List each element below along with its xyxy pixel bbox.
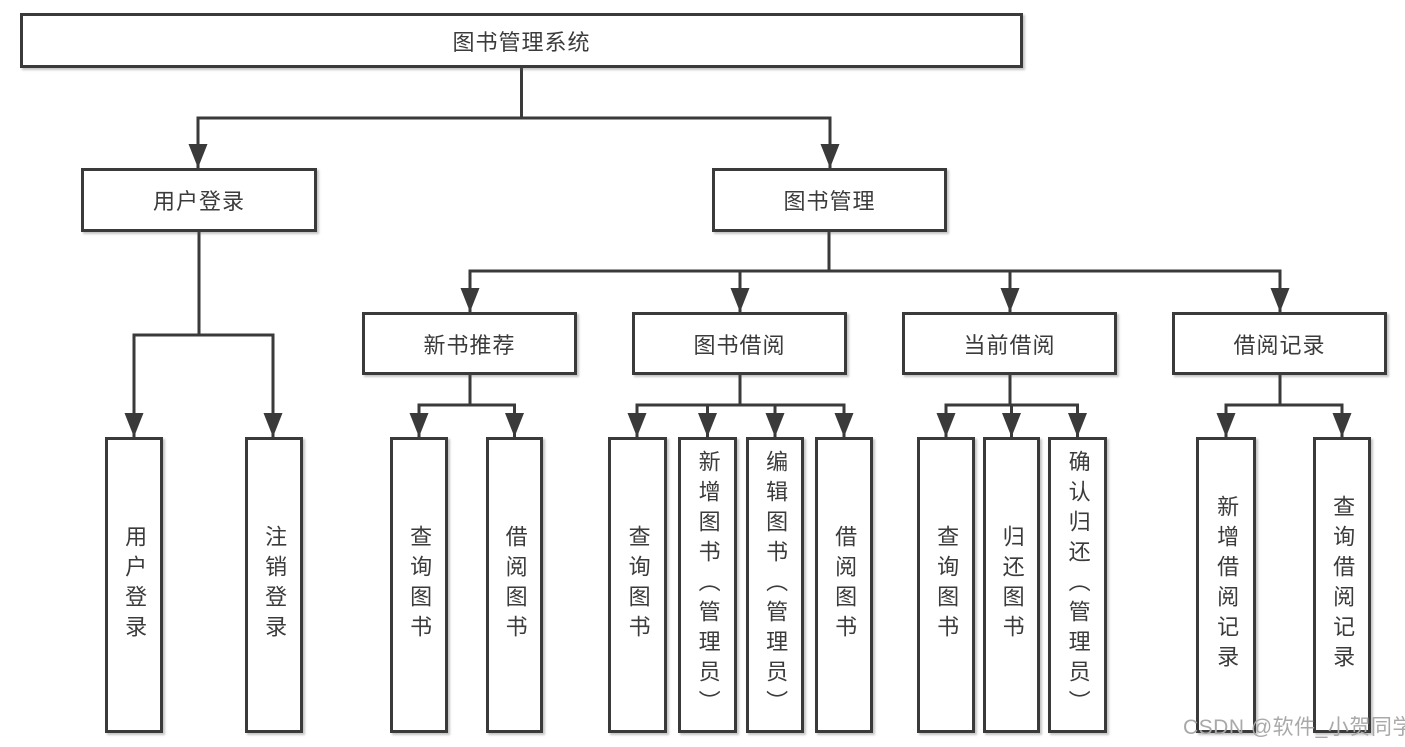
leaf-newbook-borrow-label: 借阅图书 bbox=[502, 525, 528, 645]
leaf-borrow-borrow-book-label: 借阅图书 bbox=[832, 525, 858, 645]
leaf-current-return-label: 归还图书 bbox=[999, 525, 1025, 645]
leaf-current-return: 归还图书 bbox=[983, 437, 1040, 733]
leaf-borrow-add-book: 新增图书（管理员） bbox=[678, 437, 737, 733]
node-user-login: 用户登录 bbox=[81, 168, 317, 232]
connector-book-management bbox=[460, 230, 1290, 312]
arrowhead bbox=[1216, 413, 1236, 437]
arrowhead bbox=[765, 413, 785, 437]
arrowhead bbox=[409, 413, 429, 437]
arrowhead bbox=[936, 413, 956, 437]
leaf-current-query-label: 查询图书 bbox=[934, 525, 960, 645]
node-new-book-recommend-label: 新书推荐 bbox=[423, 332, 516, 358]
leaf-borrow-query: 查询图书 bbox=[608, 437, 667, 733]
leaf-user-login: 用户登录 bbox=[105, 437, 163, 733]
arrowhead bbox=[1270, 288, 1290, 312]
arrowhead bbox=[698, 413, 717, 437]
arrowhead bbox=[834, 413, 854, 437]
leaf-borrow-add-book-label: 新增图书（管理员） bbox=[695, 450, 721, 720]
leaf-borrow-edit-book-label: 编辑图书（管理员） bbox=[763, 450, 789, 720]
leaf-logout-label: 注销登录 bbox=[262, 525, 288, 645]
leaf-records-query-label: 查询借阅记录 bbox=[1330, 495, 1356, 675]
connector-root bbox=[188, 66, 840, 168]
arrowhead bbox=[460, 288, 480, 312]
arrowhead bbox=[1068, 413, 1087, 437]
node-current-borrowing: 当前借阅 bbox=[902, 312, 1117, 375]
arrowhead bbox=[627, 413, 647, 437]
leaf-newbook-query: 查询图书 bbox=[390, 437, 448, 733]
leaf-borrow-borrow-book: 借阅图书 bbox=[815, 437, 873, 733]
node-book-borrowing-label: 图书借阅 bbox=[693, 332, 786, 358]
node-new-book-recommend: 新书推荐 bbox=[362, 312, 577, 375]
leaf-user-login-label: 用户登录 bbox=[122, 525, 148, 645]
leaf-records-add-label: 新增借阅记录 bbox=[1214, 495, 1240, 675]
node-book-borrowing: 图书借阅 bbox=[632, 312, 847, 375]
leaf-logout: 注销登录 bbox=[245, 437, 303, 733]
node-borrowing-records-label: 借阅记录 bbox=[1233, 332, 1326, 358]
node-borrowing-records: 借阅记录 bbox=[1172, 312, 1387, 375]
leaf-newbook-borrow: 借阅图书 bbox=[486, 437, 543, 733]
arrowhead bbox=[730, 288, 750, 312]
node-root-label: 图书管理系统 bbox=[452, 29, 591, 55]
connector-user-login bbox=[124, 230, 283, 437]
arrowhead bbox=[820, 144, 840, 168]
node-root: 图书管理系统 bbox=[20, 13, 1023, 68]
arrowhead bbox=[1332, 413, 1352, 437]
csdn-watermark: CSDN @软件_小贺同学 bbox=[1183, 716, 1405, 739]
leaf-newbook-query-label: 查询图书 bbox=[407, 525, 433, 645]
leaf-borrow-query-label: 查询图书 bbox=[625, 525, 651, 645]
node-book-management-label: 图书管理 bbox=[783, 189, 876, 214]
connector-book-borrow bbox=[627, 373, 854, 437]
leaf-records-add: 新增借阅记录 bbox=[1196, 437, 1256, 733]
leaf-current-query: 查询图书 bbox=[917, 437, 975, 733]
arrowhead bbox=[505, 413, 524, 437]
connector-borrow-records bbox=[1216, 373, 1352, 437]
arrowhead bbox=[188, 144, 208, 168]
leaf-borrow-edit-book: 编辑图书（管理员） bbox=[746, 437, 804, 733]
connector-current-borrow bbox=[936, 373, 1087, 437]
connector-new-book bbox=[409, 373, 524, 437]
node-book-management: 图书管理 bbox=[712, 168, 947, 232]
node-current-borrowing-label: 当前借阅 bbox=[963, 332, 1056, 358]
arrowhead bbox=[1002, 413, 1021, 437]
arrowhead bbox=[124, 413, 144, 437]
leaf-records-query: 查询借阅记录 bbox=[1313, 437, 1371, 733]
arrowhead bbox=[1000, 288, 1020, 312]
arrowhead bbox=[263, 413, 283, 437]
leaf-current-confirm-return: 确认归还（管理员） bbox=[1048, 437, 1107, 733]
node-user-login-label: 用户登录 bbox=[152, 189, 245, 214]
leaf-current-confirm-return-label: 确认归还（管理员） bbox=[1065, 450, 1091, 720]
